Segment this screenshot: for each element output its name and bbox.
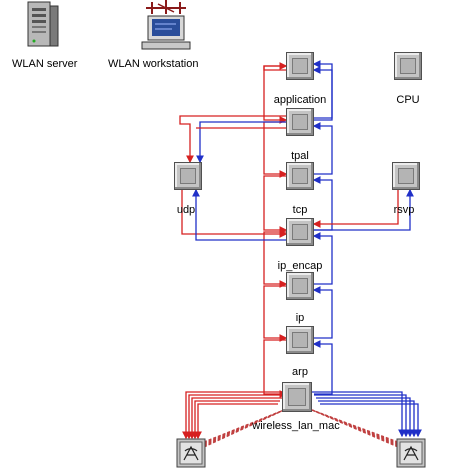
module-face xyxy=(400,58,416,74)
stream-udp-ipencap-blue xyxy=(192,188,286,241)
stream-out-tpal xyxy=(263,121,288,178)
stream-out-ip-encap xyxy=(263,231,288,288)
stream-in-arp xyxy=(312,340,333,395)
stream-mac-rx-2 xyxy=(316,397,414,438)
stream-mac-tx-1 xyxy=(185,394,284,440)
stream-rsvp-ipencap-red xyxy=(312,190,399,228)
module-face xyxy=(292,58,308,74)
module-ip-encap[interactable] xyxy=(286,218,314,246)
module-rsvp[interactable] xyxy=(392,162,420,190)
module-face xyxy=(292,168,308,184)
module-arp[interactable] xyxy=(286,326,314,354)
stream-in-ip-encap xyxy=(312,232,333,285)
module-face xyxy=(398,168,414,184)
module-label-arp: arp xyxy=(292,366,308,378)
module-face xyxy=(292,224,308,240)
wlan-server-label: WLAN server xyxy=(12,58,78,70)
stream-mac-tx-3 xyxy=(191,400,280,440)
stream-out-application xyxy=(263,65,288,124)
workstation-icon[interactable] xyxy=(138,0,196,52)
stream-out-arp xyxy=(263,339,288,398)
stream-in-app-top xyxy=(312,60,333,119)
module-ip[interactable] xyxy=(286,272,314,300)
stream-tpal-udp-blue xyxy=(196,121,286,164)
stream-mac-rx-1 xyxy=(314,394,410,438)
receiver-antenna-icon[interactable] xyxy=(176,438,206,468)
stream-mac-rx-3 xyxy=(318,400,418,438)
stream-mac-tx-2 xyxy=(188,397,282,440)
stream-out-ip xyxy=(263,285,288,342)
module-label-ip: ip xyxy=(295,312,305,324)
stream-in-tpal xyxy=(312,122,333,175)
module-face xyxy=(288,388,306,406)
module-label-tcp: tcp xyxy=(292,204,308,216)
stream-in-tcp xyxy=(312,176,333,231)
module-application[interactable] xyxy=(286,52,314,80)
module-cpu[interactable] xyxy=(394,52,422,80)
module-label-ip-encap: ip_encap xyxy=(277,260,323,272)
module-wireless-lan-mac[interactable] xyxy=(282,382,312,412)
stream-out-tcp xyxy=(263,175,288,234)
module-tpal[interactable] xyxy=(286,108,314,136)
module-label-udp: udp xyxy=(176,204,196,216)
module-label-wireless-lan-mac: wireless_lan_mac xyxy=(252,420,340,432)
module-label-rsvp: rsvp xyxy=(393,204,415,216)
module-face xyxy=(180,168,196,184)
stream-rsvp-ipencap-blue xyxy=(314,188,414,231)
module-label-tpal: tpal xyxy=(291,150,309,162)
stream-mac-rx-0 xyxy=(312,391,406,438)
stream-tpal-udp-red xyxy=(179,115,286,164)
server-tower-icon[interactable] xyxy=(22,0,72,50)
module-face xyxy=(292,278,308,294)
stream-mac-tx-4 xyxy=(194,403,278,440)
stream-mac-tx-0 xyxy=(182,391,286,440)
module-tcp[interactable] xyxy=(286,162,314,190)
stream-mac-rx-4 xyxy=(320,403,422,438)
stream-out-app-top xyxy=(263,62,288,71)
module-face xyxy=(292,114,308,130)
module-udp[interactable] xyxy=(174,162,202,190)
transmitter-antenna-icon[interactable] xyxy=(396,438,426,468)
stat-wire-tx-5 xyxy=(311,409,399,448)
wlan-workstation-label: WLAN workstation xyxy=(108,58,199,70)
module-face xyxy=(292,332,308,348)
module-label-application: application xyxy=(273,94,327,106)
stream-udp-ipencap-red xyxy=(181,190,288,238)
stat-wire-rx-3 xyxy=(203,409,285,446)
module-label-cpu: CPU xyxy=(396,94,420,106)
stream-in-ip xyxy=(312,286,333,339)
